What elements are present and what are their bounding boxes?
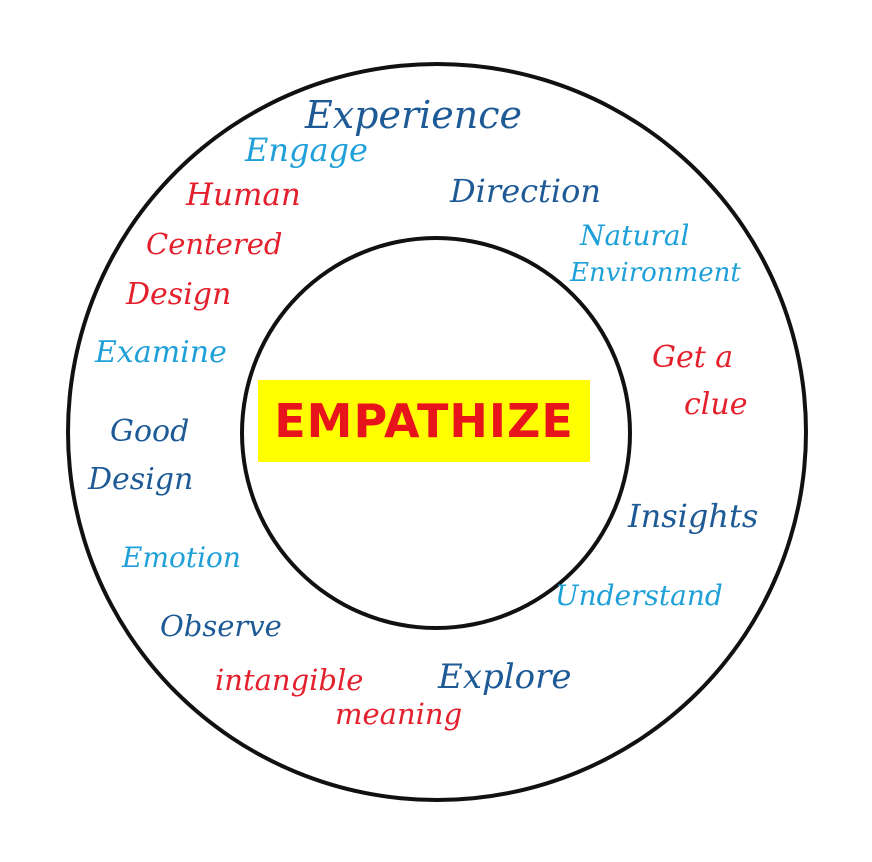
inner-circle — [240, 236, 632, 630]
word-intangible: intangible — [215, 663, 364, 697]
word-explore: Explore — [438, 657, 572, 697]
word-understand: Understand — [555, 579, 723, 612]
word-emotion: Emotion — [122, 541, 241, 574]
word-get-a: Get a — [652, 340, 734, 375]
word-direction: Direction — [450, 172, 602, 210]
word-observe: Observe — [160, 609, 282, 643]
word-engage: Engage — [245, 131, 368, 169]
outer-circle — [66, 62, 808, 802]
word-environment: Environment — [570, 258, 741, 288]
word-natural: Natural — [580, 219, 690, 252]
word-insights: Insights — [628, 497, 759, 535]
word-examine: Examine — [95, 335, 227, 370]
word-design-dark: Design — [88, 462, 194, 497]
word-design-red: Design — [126, 277, 232, 312]
word-experience: Experience — [305, 93, 523, 137]
word-meaning: meaning — [335, 697, 463, 731]
word-good: Good — [110, 414, 190, 449]
word-centered: Centered — [146, 227, 283, 261]
word-clue: clue — [684, 387, 748, 422]
word-human: Human — [186, 177, 301, 213]
center-label: EMPATHIZE — [274, 394, 574, 448]
center-banner: EMPATHIZE — [258, 380, 590, 462]
